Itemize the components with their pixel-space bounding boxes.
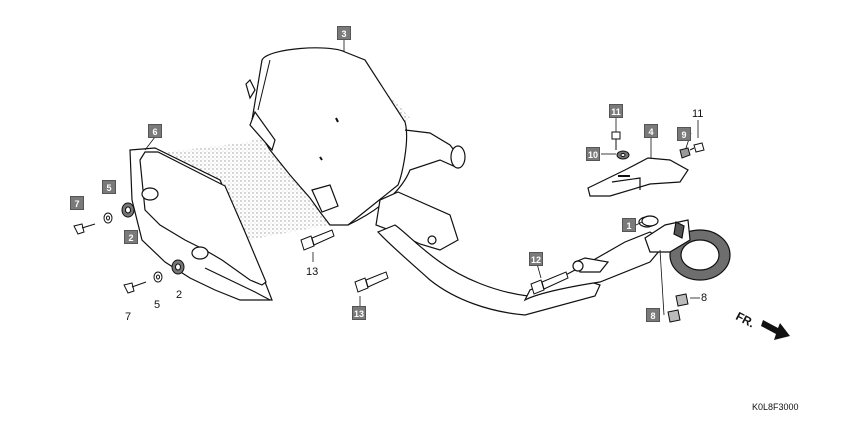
heat-guard-part-4 <box>587 157 689 197</box>
diagram-reference-code: K0L8F3000 <box>752 402 799 412</box>
callout-10: 10 <box>586 147 600 161</box>
exhaust-joint-collar <box>638 216 731 281</box>
front-direction-arrow <box>761 320 790 340</box>
callout-13: 13 <box>306 266 319 278</box>
callout-2: 2 <box>176 289 183 301</box>
callout-6: 6 <box>148 124 162 138</box>
callout-1: 1 <box>622 218 636 232</box>
gasket-part-1 <box>641 215 659 227</box>
callout-8: 8 <box>646 308 660 322</box>
callout-8: 8 <box>701 292 708 304</box>
callout-4: 4 <box>644 124 658 138</box>
callout-5: 5 <box>102 180 116 194</box>
callout-11: 11 <box>692 108 704 120</box>
callout-3: 3 <box>337 26 351 40</box>
callout-5: 5 <box>154 299 161 311</box>
fastener-hardware <box>73 131 705 323</box>
exhaust-pipe <box>376 224 672 316</box>
callout-7: 7 <box>70 196 84 210</box>
callout-9: 9 <box>677 127 691 141</box>
callout-13: 13 <box>352 306 366 320</box>
callout-12: 12 <box>529 252 543 266</box>
muffler-part-3 <box>245 47 466 251</box>
callout-7: 7 <box>125 311 132 323</box>
callout-2: 2 <box>124 230 138 244</box>
heat-shield-part-6 <box>129 147 273 301</box>
callout-11: 11 <box>609 104 623 118</box>
